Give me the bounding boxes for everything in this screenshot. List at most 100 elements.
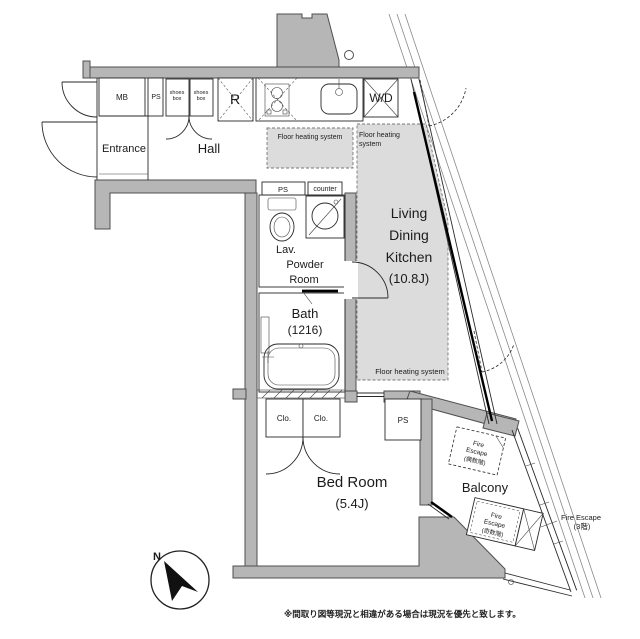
shoes-box-door-arc-right [188, 115, 213, 140]
fire-escape-even-corner-mark [495, 435, 504, 449]
railing-bottom-inner [504, 572, 571, 591]
wall-pillar [276, 13, 340, 68]
bath-outline [258, 292, 346, 393]
north-arrow-icon [164, 561, 198, 601]
shoes-box-1 [165, 78, 190, 117]
label-closet-2: Clo. [314, 414, 328, 423]
bedroom [265, 398, 453, 520]
compass-north-label: N [153, 551, 161, 563]
label-powder: Powder [286, 259, 324, 271]
label-refrigerator: R [230, 91, 240, 107]
boundary-line [396, 13, 594, 599]
label-washer-dryer: W/D [369, 91, 393, 105]
balcony-door-leaf [473, 330, 483, 373]
top-row [98, 77, 399, 122]
powder-door-opening [344, 261, 358, 299]
door-arcs [41, 79, 515, 373]
fire-escape-hatch-odd: Fire Escape (奇数階) [465, 497, 544, 551]
stove-burner-2 [271, 100, 283, 112]
refrigerator-x-mark [217, 77, 254, 122]
balcony-railing [502, 428, 578, 597]
diagonal-top-door-leaf [419, 79, 430, 127]
floor-heating-area-ldk [356, 123, 449, 381]
bathtub-faucet-dot [298, 343, 304, 349]
label-counter: counter [313, 186, 337, 193]
shoes-box-door-arc-left [165, 115, 190, 140]
washbasin-bowl [311, 202, 339, 230]
powder-door-arc [351, 261, 389, 299]
toilet-tank [267, 197, 297, 211]
shaft-ps-bedroom [384, 398, 422, 441]
window-glass-line [412, 91, 494, 422]
window-line-inner [418, 78, 498, 425]
compass: N [150, 550, 210, 610]
stove-x-mark [257, 77, 298, 122]
room-labels: MB PS shoes box shoes box R W/D Entrance… [102, 90, 509, 511]
wall-top-left-end [82, 60, 91, 79]
label-ldk-dining: Dining [389, 227, 429, 243]
label-closet-1: Clo. [277, 414, 291, 423]
railing-bottom-detail [508, 579, 514, 585]
boundary-line [404, 13, 602, 599]
closet-door-arc-left [265, 436, 304, 475]
label-shoes2-line1: shoes [194, 90, 209, 96]
powder-room [258, 194, 346, 288]
entrance-hall [96, 78, 149, 180]
label-lav: Lav. [276, 244, 296, 256]
shoes-box-2 [189, 78, 214, 117]
toilet-bowl-inner [273, 216, 291, 238]
diagonal-top-door-arc [428, 87, 467, 127]
fire-escape-even-box [447, 426, 507, 476]
powder-room-outline [258, 194, 346, 288]
balcony-door-arc [481, 343, 515, 373]
label-ps-top: PS [151, 94, 161, 101]
bedroom-top-wall [256, 389, 384, 399]
label-bedroom-size: (5.4J) [335, 496, 368, 511]
label-bath: Bath [292, 306, 319, 321]
fire-escape-even-line2: Escape [465, 447, 488, 459]
fire-escape-odd-inner [469, 500, 521, 543]
hatch-wall-strip [256, 389, 346, 399]
compass-circle [150, 550, 210, 610]
label-floor-heating-3: Floor heating system [375, 367, 445, 376]
washbasin-faucet [333, 199, 339, 205]
label-entrance: Entrance [102, 143, 146, 155]
floor-heating-area-kitchen [266, 127, 354, 169]
washer-dryer-x-mark [363, 78, 399, 118]
washbasin-counter [305, 195, 345, 239]
stove-icon [264, 83, 290, 117]
label-room: Room [289, 274, 318, 286]
wall-notch-bath [232, 388, 247, 400]
stove-knob-1 [266, 109, 272, 115]
railing-ticks [525, 462, 564, 545]
stove-knob-2 [282, 109, 288, 115]
wall-below-entrance [94, 179, 257, 230]
closet-door-arc-right [302, 436, 341, 475]
fire-escape-even-line1: Fire [472, 440, 485, 449]
ldk-diagonal-window [410, 78, 498, 425]
wall-bedroom-right [419, 398, 433, 506]
label-floor-heating-2b: system [359, 141, 381, 148]
label-ps-bedroom: PS [398, 416, 409, 425]
label-shoes1-line1: shoes [170, 90, 185, 96]
bedroom-balcony-window [430, 500, 453, 519]
railing-bottom-outer [502, 578, 573, 597]
bedroom-balcony-window-line [427, 503, 450, 520]
floor-heating-areas [266, 123, 449, 381]
mb-door-arc [61, 81, 98, 118]
fire-escape-odd-line1: Fire [490, 512, 503, 521]
boundary-line [388, 13, 586, 599]
label-ldk-kitchen: Kitchen [386, 249, 433, 265]
label-floor-heating-1: Floor heating system [278, 134, 343, 141]
toilet-bowl [269, 212, 295, 242]
room-mb [98, 77, 146, 117]
railing-line-inner [511, 429, 572, 593]
label-ldk-living: Living [391, 205, 428, 221]
closet-2 [302, 398, 341, 438]
label-shoes1-line2: box [173, 96, 182, 102]
fire-escape-note-line2: (3階) [574, 521, 591, 531]
label-bath-size: (1216) [288, 323, 323, 337]
bath-door-fold-line [302, 291, 313, 305]
